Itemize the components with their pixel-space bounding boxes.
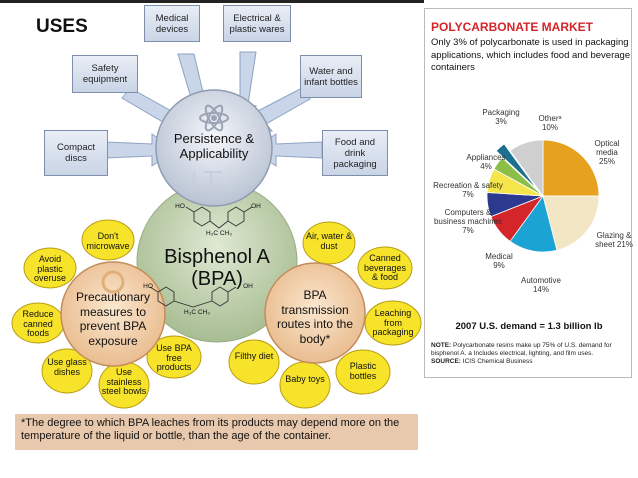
persistence-label: Persistence & Applicability: [173, 131, 255, 161]
transmission-circle: [264, 262, 366, 364]
label-glazing: Glazing & sheet 21%: [595, 231, 633, 249]
petal-dont-microwave: Don't microwave: [86, 231, 130, 251]
petal-shape-glass-dishes: [41, 348, 93, 394]
petal-air-water-dust: Air, water & dust: [305, 231, 352, 251]
petal-bpa-free: Use BPA free products: [156, 343, 192, 372]
use-box-medical: Medical devices: [144, 5, 200, 42]
label-medical: Medical 9%: [485, 252, 513, 270]
petal-canned-beverages: Canned beverages & food: [363, 253, 407, 282]
molecule-oh-bottom: OH: [243, 283, 253, 290]
pie-slice-glazing-sheet: [542, 195, 600, 251]
use-box-compact: Compact discs: [44, 130, 108, 176]
use-box-electrical: Electrical & plastic wares: [223, 5, 291, 42]
petal-shape-canned-bev: [357, 246, 413, 290]
chart-title: POLYCARBONATE MARKET: [431, 20, 594, 34]
label-packaging: Packaging 3%: [482, 108, 520, 126]
petal-filthy-diet: Filthy diet: [234, 351, 274, 361]
label-other: Otherᵃ 10%: [538, 114, 562, 132]
pie-chart: [486, 139, 600, 253]
precaution-circle: [60, 261, 166, 367]
precaution-label: Precautionary measures to prevent BPA ex…: [75, 290, 151, 348]
label-automotive: Automotive 14%: [520, 276, 562, 294]
petal-shape-bpa-free: [146, 335, 202, 379]
note-text: Polycarbonate resins make up 75% of U.S.…: [431, 342, 612, 357]
label-optical-media: Optical media 25%: [594, 139, 620, 166]
polycarbonate-market-panel: POLYCARBONATE MARKET Only 3% of polycarb…: [424, 8, 633, 378]
us-demand: 2007 U.S. demand = 1.3 billion lb: [455, 321, 603, 332]
petal-leaching: Leaching from packaging: [372, 308, 414, 337]
diagram-graphics: [11, 51, 422, 409]
pie-slice-other: [509, 139, 544, 198]
lt-logo: [193, 171, 222, 187]
petal-plastic-bottles: Plastic bottles: [349, 361, 377, 381]
use-box-food: Food and drink packaging: [322, 130, 388, 176]
molecule-oh-top: OH: [251, 203, 261, 210]
use-box-water: Water and infant bottles: [300, 55, 362, 98]
top-border: [0, 0, 424, 3]
source-text: ICIS Chemical Business: [462, 358, 533, 365]
source-label: SOURCE:: [431, 358, 461, 365]
molecule-structure: [149, 206, 253, 308]
bpa-abbrev: (BPA): [191, 268, 243, 290]
label-recreation: Recreation & safety 7%: [433, 181, 503, 199]
pie-slice-optical-media: [542, 139, 600, 197]
chart-subtitle: Only 3% of polycarbonate is used in pack…: [431, 37, 631, 73]
pie-slice-packaging: [495, 143, 538, 190]
molecule-ho-bottom: HO: [143, 283, 153, 290]
bpa-diagram: USES: [0, 0, 424, 450]
petal-baby-toys: Baby toys: [285, 374, 325, 384]
molecule-ho-top: HO: [175, 203, 185, 210]
molecule-methyl-top: H₃C CH₃: [206, 230, 232, 237]
use-box-safety: Safety equipment: [72, 55, 138, 93]
molecule-methyl-bottom: H₃C CH₃: [184, 309, 210, 316]
atom-icon: [199, 104, 229, 132]
petal-glass-dishes: Use glass dishes: [47, 357, 87, 377]
persistence-circle: [155, 89, 273, 207]
no-sign-icon: [101, 270, 125, 294]
uses-heading: USES: [36, 16, 88, 37]
pie-slice-appliances: [493, 157, 544, 197]
petal-shape-leaching: [364, 300, 422, 346]
petal-shape-avoid-overuse: [23, 247, 77, 289]
petal-avoid-overuse: Avoid plastic overuse: [33, 254, 67, 283]
petal-reduce-canned: Reduce canned foods: [22, 309, 54, 338]
petal-shape-filthy-diet: [228, 339, 280, 385]
note-label: NOTE:: [431, 342, 452, 349]
temperature-footnote: *The degree to which BPA leaches from it…: [15, 414, 418, 450]
petal-shape-dont-microwave: [81, 219, 135, 261]
label-appliances: Appliances 4%: [466, 153, 506, 171]
label-computers: Computers & business machines 7%: [433, 208, 503, 235]
transmission-label: BPA transmission routes into the body*: [276, 288, 354, 346]
petal-stainless-steel: Use stainless steel bowls: [101, 367, 147, 396]
petal-shape-plastic-bottles: [335, 349, 391, 395]
note-source: NOTE: Polycarbonate resins make up 75% o…: [431, 342, 629, 366]
bpa-title: Bisphenol A: [164, 246, 270, 268]
petal-shape-baby-toys: [279, 361, 331, 409]
petal-shape-air-water: [302, 221, 356, 265]
